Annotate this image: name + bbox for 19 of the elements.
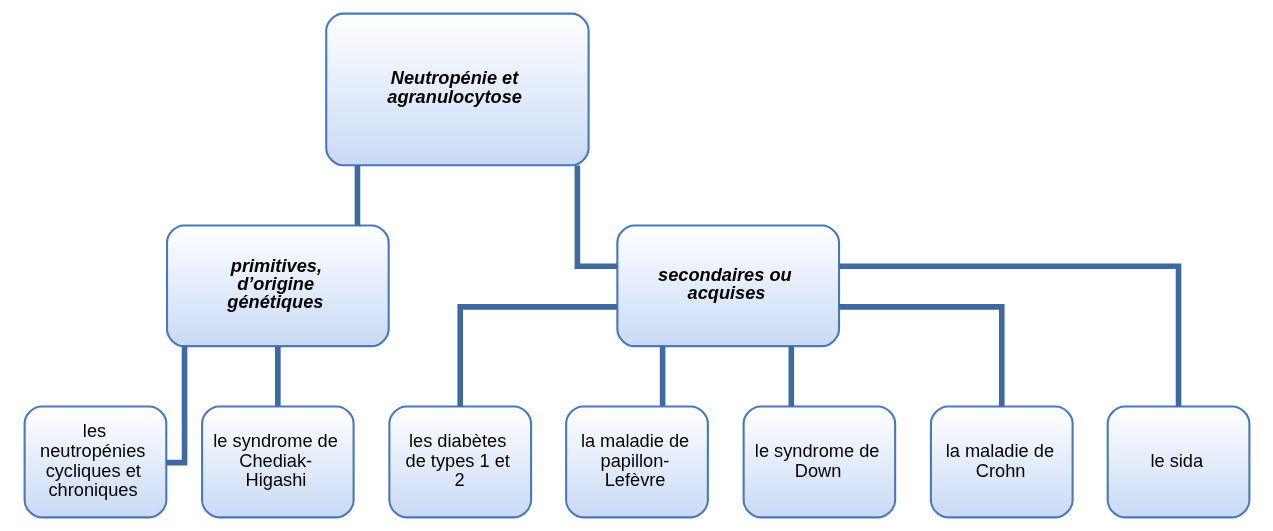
connector [839,263,1181,407]
connector [354,165,360,226]
node-box: les diabètes de types 1 et 2 [387,405,532,519]
node-box: Neutropénie et agranulocytose [324,12,590,167]
node-box: la maladie de papillon-Lefèvre [564,405,709,519]
connector [659,346,665,406]
node-box: la maladie de Crohn [929,405,1074,519]
node-box: le sida [1106,405,1250,519]
node-box: secondaires ou acquises [615,224,840,348]
connector [166,346,187,466]
connector [838,304,1005,407]
node-box: primitives, d’origine génétiques [165,224,390,348]
node-box: les neutropénies cycliques et chroniques [23,405,167,519]
node-box: le syndrome de Chediak-Higashi [200,405,355,519]
connector [788,346,794,406]
connector [274,346,281,406]
connector [574,165,617,269]
node-box: le syndrome de Down [742,405,896,519]
connector [456,304,617,407]
